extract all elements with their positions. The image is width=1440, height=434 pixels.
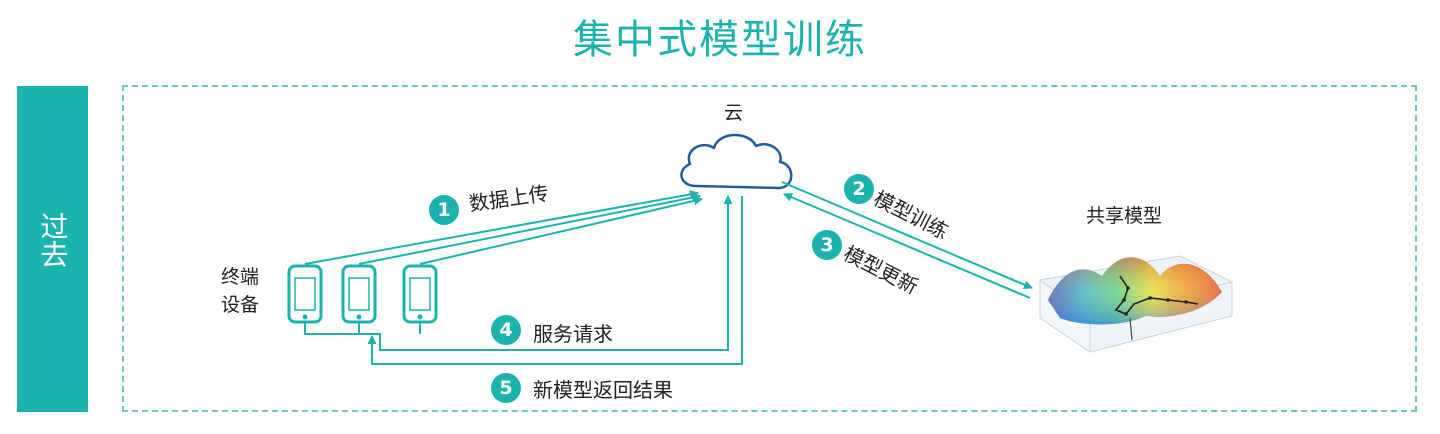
surface-plot-icon [1038,255,1234,353]
side-label: 过去 [36,212,70,268]
phone-icon [341,264,377,324]
step-5-badge: 5 [491,373,521,403]
page-title: 集中式模型训练 [573,17,867,63]
device-label-line-2: 设备 [221,294,260,316]
step-2-badge: 2 [844,174,874,204]
step-3-badge: 3 [812,230,842,260]
cloud-icon [680,133,793,190]
step-5-label: 新模型返回结果 [533,378,673,402]
device-label-line-1: 终端 [221,266,260,288]
step-4-badge: 4 [491,315,521,345]
step-4-label: 服务请求 [533,322,613,346]
diagram-frame [122,85,1417,412]
phone-icon [402,264,438,324]
side-bar: 过去 [17,86,88,412]
device-label: 终端 设备 [221,263,259,319]
phone-icon [287,264,323,324]
step-1-badge: 1 [429,195,459,225]
request-arrow [304,195,733,351]
cloud-label: 云 [724,102,744,124]
return-arrow [367,196,743,365]
train-update-arrows [781,181,1033,299]
shared-model-label: 共享模型 [1086,205,1163,227]
upload-arrows [304,189,703,265]
